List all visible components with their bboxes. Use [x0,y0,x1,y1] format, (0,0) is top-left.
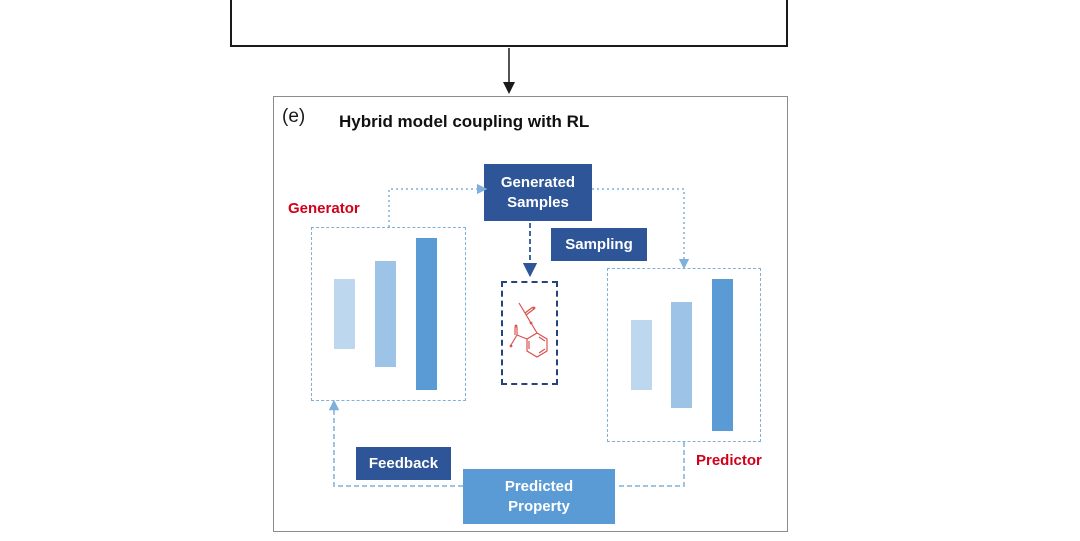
generator-bar-2 [375,261,396,367]
generator-label: Generator [288,200,360,217]
molecule-ring [526,332,548,358]
predictor-bar-2 [671,302,692,408]
feedback-node: Feedback [356,447,451,480]
generator-bar-1 [334,279,355,349]
top-cropped-box [230,0,788,47]
panel-label: (e) [282,106,306,127]
sampling-node: Sampling [551,228,647,261]
feedback-label: Feedback [368,454,439,472]
panel-title: Hybrid model coupling with RL [339,112,590,131]
generated-samples-node: Generated Samples [484,164,592,221]
generator-box [311,227,466,401]
predictor-bar-1 [631,320,652,390]
predictor-bar-3 [712,279,733,431]
sampling-label: Sampling [565,235,633,253]
generator-bar-3 [416,238,437,390]
molecule-sample-box [501,281,558,385]
predicted-property-label: Predicted Property [504,477,574,515]
predictor-box [607,268,761,442]
generated-samples-label: Generated Samples [500,173,576,211]
predicted-property-node: Predicted Property [463,469,615,524]
molecule-icon [509,302,548,358]
predictor-label: Predictor [696,452,762,469]
